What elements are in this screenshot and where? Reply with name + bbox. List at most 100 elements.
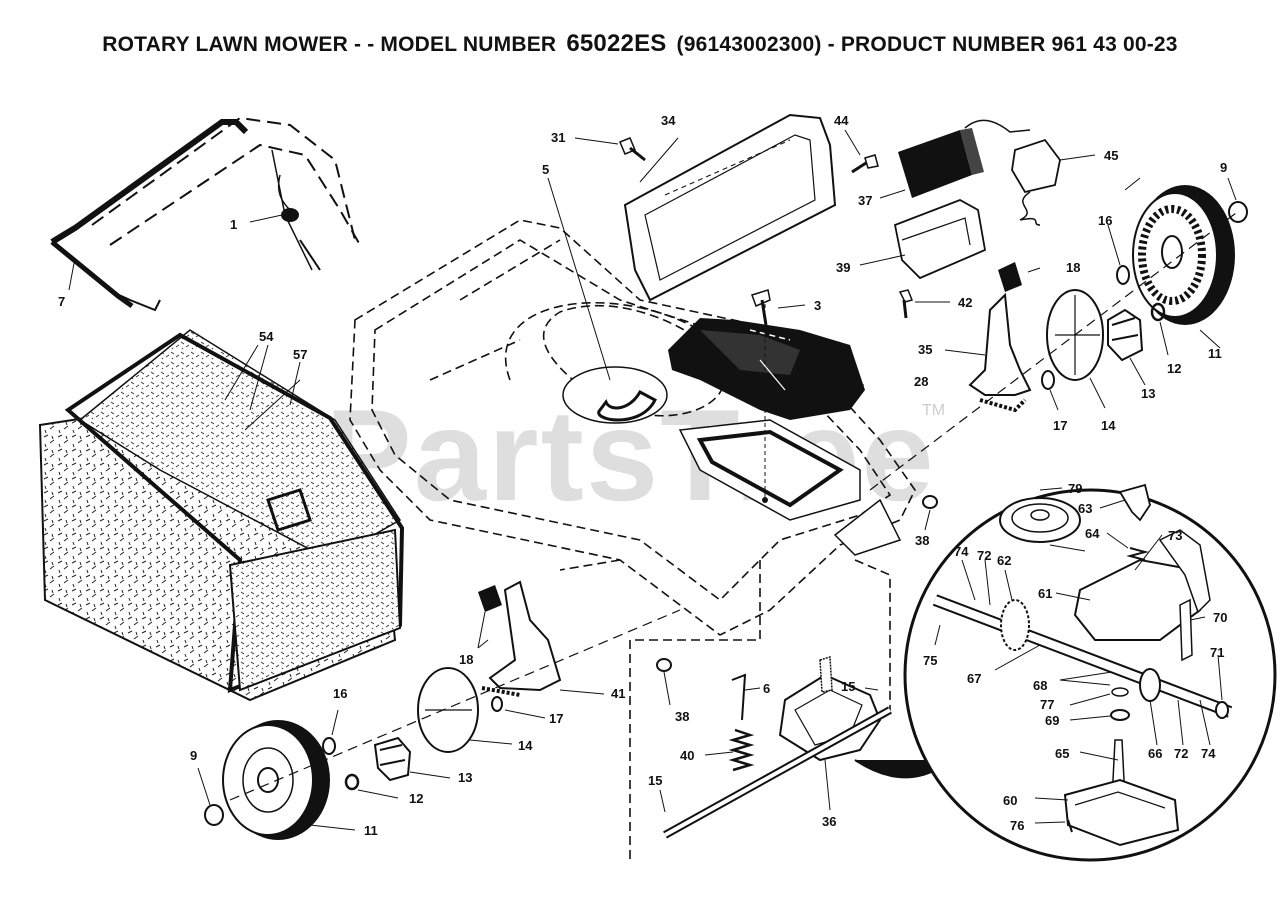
callout-54: 54: [259, 329, 274, 344]
washer-16-right: [1107, 224, 1130, 285]
callout-73: 73: [1168, 528, 1182, 543]
callout-79: 79: [1068, 481, 1082, 496]
callout-34: 34: [661, 113, 676, 128]
left-axle-line: [229, 609, 681, 801]
callout-60: 60: [1003, 793, 1017, 808]
engine-shroud: [668, 290, 865, 503]
callout-16-left: 16: [333, 686, 347, 701]
callout-45: 45: [1104, 148, 1118, 163]
right-rear-wheel: [1132, 185, 1235, 349]
battery-cover: [623, 113, 837, 302]
callout-67: 67: [967, 671, 981, 686]
callout-37: 37: [858, 193, 872, 208]
callout-17-left: 17: [549, 711, 563, 726]
height-adjuster-right: [944, 262, 1041, 413]
callout-14-left: 14: [518, 738, 533, 753]
hub-cap-right: [1227, 177, 1248, 223]
spring-and-pin: [704, 673, 761, 772]
callout-74-bottom: 74: [1201, 746, 1216, 761]
callout-74-top: 74: [954, 544, 969, 559]
callout-17-right: 17: [1053, 418, 1067, 433]
title-suffix: (96143002300) - PRODUCT NUMBER 961 43 00…: [676, 33, 1178, 56]
callout-69: 69: [1045, 713, 1059, 728]
callout-41: 41: [611, 686, 625, 701]
deck-edges: [562, 366, 902, 556]
watermark-tm: TM: [922, 402, 945, 419]
mower-deck: [349, 219, 916, 860]
callout-77: 77: [1040, 697, 1054, 712]
bolt-42: [898, 289, 950, 319]
spacer-17-right: [1041, 370, 1059, 411]
callout-38-left: 38: [675, 709, 689, 724]
callout-16-right: 16: [1098, 213, 1112, 228]
wheel-guard-left: [417, 667, 513, 753]
bolt-3: [751, 289, 806, 326]
snap-ring-left: [344, 773, 399, 799]
screw-31: [574, 137, 646, 162]
callout-7: 7: [58, 294, 65, 309]
cable-clip: [249, 174, 299, 223]
callout-42: 42: [958, 295, 972, 310]
callout-70: 70: [1213, 610, 1227, 625]
callout-57: 57: [293, 347, 307, 362]
callout-3: 3: [814, 298, 821, 313]
callout-1: 1: [230, 217, 237, 232]
callout-28: 28: [914, 374, 928, 389]
callout-72-bottom: 72: [1174, 746, 1188, 761]
callout-11-left: 11: [364, 823, 378, 838]
callout-63: 63: [1078, 501, 1092, 516]
callout-12-left: 12: [409, 791, 423, 806]
callout-65: 65: [1055, 746, 1069, 761]
snap-ring-right: [1150, 302, 1169, 356]
battery: [879, 119, 1031, 199]
height-adjuster-left: [477, 580, 605, 697]
right-axle-line: [869, 209, 1241, 491]
callout-44: 44: [834, 113, 849, 128]
callout-62: 62: [997, 553, 1011, 568]
callout-12-right: 12: [1167, 361, 1181, 376]
callout-9-right: 9: [1220, 160, 1227, 175]
callout-66: 66: [1148, 746, 1162, 761]
drive-gear-right: [1107, 308, 1146, 386]
screw-44: [844, 129, 879, 174]
nut-38-left: [656, 658, 672, 706]
callout-64: 64: [1085, 526, 1100, 541]
callout-18-right: 18: [1066, 260, 1080, 275]
callout-5: 5: [542, 162, 549, 177]
grass-catcher-bag: [38, 329, 405, 702]
callout-18-left: 18: [459, 652, 473, 667]
callout-68: 68: [1033, 678, 1047, 693]
callout-61: 61: [1038, 586, 1052, 601]
left-rear-wheel: [222, 720, 356, 840]
callout-35: 35: [918, 342, 932, 357]
callout-15-right: 15: [841, 679, 855, 694]
callout-71: 71: [1210, 645, 1224, 660]
drive-gear-left: [373, 736, 451, 782]
nut-38-right: [922, 495, 938, 531]
battery-tray: [859, 199, 987, 280]
callout-13-right: 13: [1141, 386, 1155, 401]
callout-9-left: 9: [190, 748, 197, 763]
callout-75: 75: [923, 653, 937, 668]
callout-36: 36: [822, 814, 836, 829]
callout-11-right: 11: [1208, 346, 1222, 361]
washer-16-left: [322, 709, 339, 755]
hub-cap-left: [197, 767, 224, 826]
callout-13-left: 13: [458, 770, 472, 785]
callout-labels: 1 7 54 57 5 31 34 44 37 45 9 16 39 18 3 …: [58, 113, 1227, 838]
callout-72-top: 72: [977, 548, 991, 563]
diagram-title: ROTARY LAWN MOWER - - MODEL NUMBER 65022…: [0, 30, 1280, 58]
title-prefix: ROTARY LAWN MOWER - - MODEL NUMBER: [102, 33, 557, 56]
spacer-17-left: [491, 696, 546, 719]
callout-15-left: 15: [648, 773, 662, 788]
callout-31: 31: [551, 130, 565, 145]
callout-6: 6: [763, 681, 770, 696]
title-model-number: 65022ES: [566, 30, 667, 57]
leader-lines: [68, 177, 1141, 649]
callout-76: 76: [1010, 818, 1024, 833]
battery-charger: [1011, 138, 1096, 226]
callout-39: 39: [836, 260, 850, 275]
transmission: [659, 656, 892, 839]
